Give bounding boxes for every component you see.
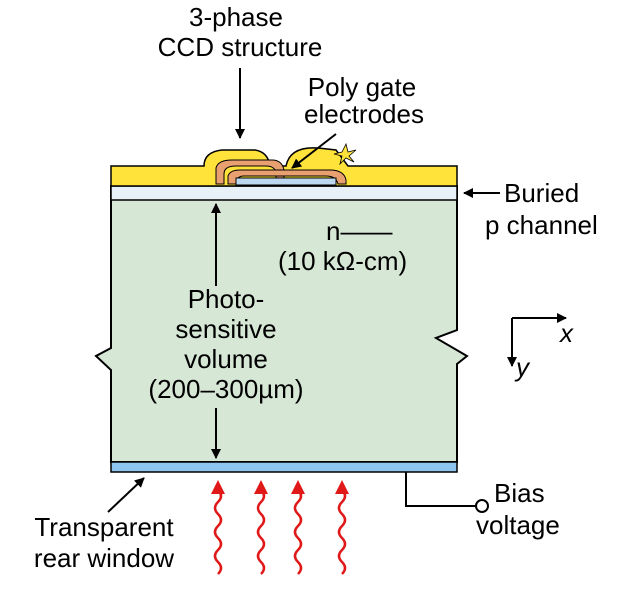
photo-label-line2: sensitive (175, 314, 276, 344)
ntype-label: n—— (326, 216, 392, 246)
photon-arrowhead-3 (291, 480, 305, 494)
photo-label-line3: volume (184, 344, 268, 374)
bias-label-line2: voltage (476, 510, 560, 540)
bias-wire (405, 472, 476, 507)
ccd-label-line1: 3-phase (189, 2, 283, 32)
photosensitive-volume (94, 185, 469, 463)
incoming-photons (211, 480, 349, 575)
rear-window (110, 461, 458, 473)
poly-gate-electrode-2 (227, 169, 347, 185)
photon-wave-3 (293, 489, 303, 575)
buried-label-line2: p channel (485, 210, 598, 240)
bias-label-line1: Bias (494, 478, 545, 508)
photon-wave-4 (337, 489, 347, 575)
window-arrow (107, 477, 145, 513)
photo-label-line1: Photo- (188, 284, 265, 314)
bias-terminal (475, 499, 489, 513)
buried-channel-layer (110, 185, 458, 201)
buried-label-line1: Buried (504, 178, 579, 208)
window-label-line1: Transparent (34, 512, 174, 542)
gate-label-line1: Poly gate (308, 72, 416, 102)
photon-wave-2 (256, 489, 266, 575)
y-axis-label: y (514, 352, 531, 382)
photon-arrowhead-1 (211, 480, 225, 494)
gate-gold-layer (110, 147, 458, 187)
x-axis-label: x (558, 318, 574, 348)
gate-label-line2: electrodes (304, 99, 424, 129)
photo-label-line4: (200–300µm) (148, 374, 303, 404)
photon-arrowhead-4 (335, 480, 349, 494)
gate-highlight (333, 142, 357, 166)
photon-arrowhead-2 (254, 480, 268, 494)
window-label-line2: rear window (34, 543, 174, 573)
resistivity-label: (10 kΩ-cm) (278, 246, 407, 276)
photon-wave-1 (213, 489, 223, 575)
ccd-label-line2: CCD structure (158, 32, 323, 62)
gate-arrow (291, 133, 337, 169)
buried-channel-strip (235, 177, 337, 186)
